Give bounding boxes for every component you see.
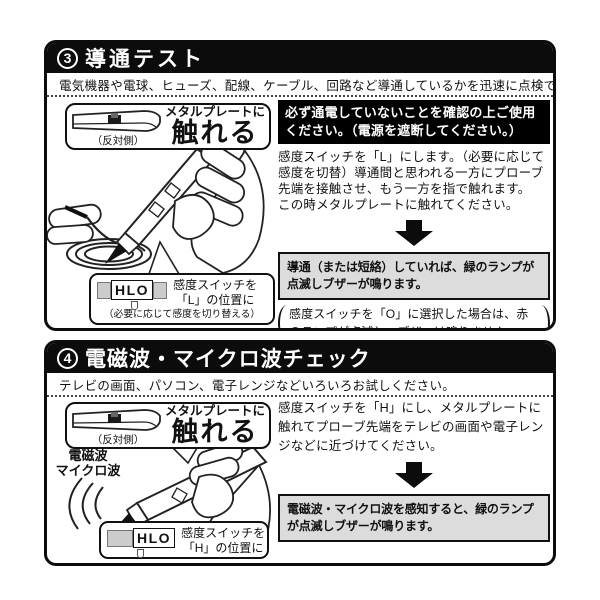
instruction-text-2: この時メタルプレートに触れてください。 (278, 198, 519, 213)
switch-graphic-L: HLO (97, 280, 168, 310)
switch-knob (131, 301, 138, 310)
section3-subtitle: 電気機器や電球、ヒューズ、配線、ケーブル、回路など導通しているかを迅速に点検でき… (47, 73, 553, 97)
tester-backside-icon-2 (72, 408, 161, 431)
instruction-text-1: 感度スイッチを「L」にします。（必要に応じて感度を切替）導通間と思われる一方にプ… (278, 150, 545, 197)
touch-text: 触れる (171, 117, 259, 148)
backside-label: （反対側） (91, 134, 145, 147)
metal-plate-callout-2: （反対側） メタルプレートに 触れる (65, 402, 271, 449)
section3-number-badge: 3 (57, 47, 78, 69)
tester-backside-figure-2: （反対側） (71, 406, 165, 446)
section-continuity-test: 3 導通テスト 電気機器や電球、ヒューズ、配線、ケーブル、回路など導通しているか… (44, 40, 556, 331)
switch-note: （必要に応じて感度を切り替える） (103, 309, 261, 320)
left-paren (278, 304, 287, 328)
switch-hlo-label: HLO (111, 280, 154, 300)
metal-plate-text: メタルプレートに (164, 104, 265, 119)
note-text-wavy: ブザーは鳴りません。 (398, 325, 519, 328)
right-paren (541, 304, 550, 328)
hands-tester-illustration (47, 147, 265, 275)
section4-header: 4 電磁波・マイクロ波チェック (47, 343, 553, 373)
power-off-warning: 必ず通電していないことを確認の上ご使用ください。（電源を遮断してください。） (278, 100, 550, 145)
switch-graphic-H: HLO (107, 528, 176, 558)
metal-plate-callout: （反対側） メタルプレートに 触れる (65, 103, 271, 150)
sensitivity-switch-callout: HLO 感度スイッチを 「L」の位置に （必要に応じて感度を切り替える） (89, 273, 275, 325)
arrow-down-icon-2 (395, 462, 433, 489)
switch-text-line1-2: 感度スイッチを (181, 526, 266, 540)
section4-title: 電磁波・マイクロ波チェック (85, 348, 371, 371)
switch-text-line2: 「L」の位置に (175, 293, 255, 307)
switch-knob-2 (137, 549, 144, 558)
backside-label-2: （反対側） (91, 433, 145, 446)
touch-text-2: 触れる (171, 416, 259, 447)
switch-gray-right (153, 281, 168, 299)
note-O-position: 感度スイッチを「O」に選択した場合は、赤のランプが点滅し、ブザーは鳴りません。 (278, 304, 550, 328)
switch-gray-left (97, 281, 111, 299)
switch-gray-left-2 (107, 529, 133, 547)
section-emf-check: 4 電磁波・マイクロ波チェック テレビの画面、パソコン、電子レンジなどいろいろお… (44, 340, 556, 566)
switch-text-line1: 感度スイッチを (173, 278, 258, 292)
note-text: 感度スイッチを「O」に選択した場合は、赤のランプが点滅し、 (289, 306, 529, 328)
tester-backside-figure: （反対側） (71, 107, 165, 147)
section4-number-badge: 4 (57, 347, 78, 369)
sensitivity-switch-callout-2: HLO 感度スイッチを 「H」の位置に (99, 521, 269, 559)
switch-hlo-label-2: HLO (133, 528, 176, 548)
result-box: 導通（または短絡）していれば、緑のランプが点滅しブザーが鳴ります。 (278, 252, 550, 300)
emf-microwave-label: 電磁波 マイクロ波 (55, 448, 121, 478)
section3-header: 3 導通テスト (47, 43, 553, 73)
switch-text-line2-2: 「H」の位置に (182, 541, 264, 555)
metal-plate-text-2: メタルプレートに (164, 403, 265, 418)
section4-subtitle: テレビの画面、パソコン、電子レンジなどいろいろお試しください。 (47, 373, 553, 397)
tester-backside-icon (72, 109, 161, 132)
instruction-text-4: 感度スイッチを「H」にし、メタルプレートに触れてプローブ先端をテレビの画面や電子… (278, 401, 544, 453)
section3-title: 導通テスト (85, 48, 205, 71)
arrow-down-icon (395, 220, 433, 247)
result-box-2: 電磁波・マイクロ波を感知すると、緑のランプが点滅しブザーが鳴ります。 (278, 494, 550, 542)
